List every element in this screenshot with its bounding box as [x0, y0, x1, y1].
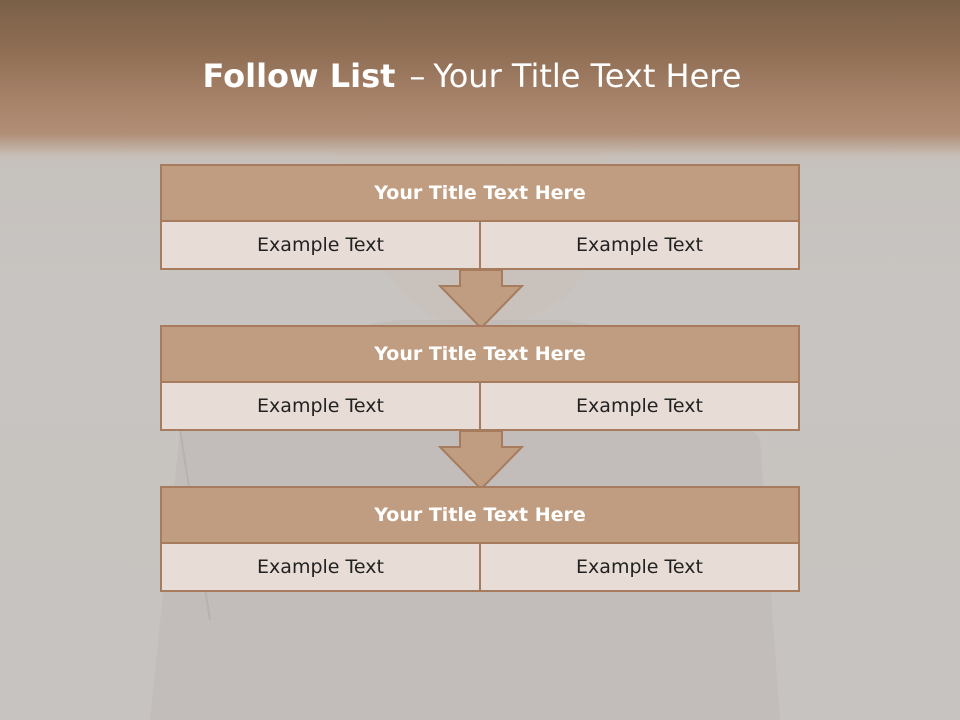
block-cell-left: Example Text	[160, 220, 481, 270]
block-cell-right: Example Text	[479, 542, 800, 592]
block-cell-right: Example Text	[479, 381, 800, 431]
block-cell-left: Example Text	[160, 381, 481, 431]
header-band	[0, 0, 960, 170]
title-rest: Your Title Text Here	[433, 57, 742, 95]
down-arrow-icon	[438, 430, 524, 491]
slide-title: Follow List–Your Title Text Here	[0, 54, 944, 98]
block-cell-left: Example Text	[160, 542, 481, 592]
down-arrow-icon	[438, 269, 524, 330]
title-bold-part: Follow List	[202, 57, 396, 95]
block-title: Your Title Text Here	[160, 164, 800, 222]
block-title: Your Title Text Here	[160, 486, 800, 544]
block-cell-right: Example Text	[479, 220, 800, 270]
block-title: Your Title Text Here	[160, 325, 800, 383]
title-dash: –	[409, 57, 426, 95]
